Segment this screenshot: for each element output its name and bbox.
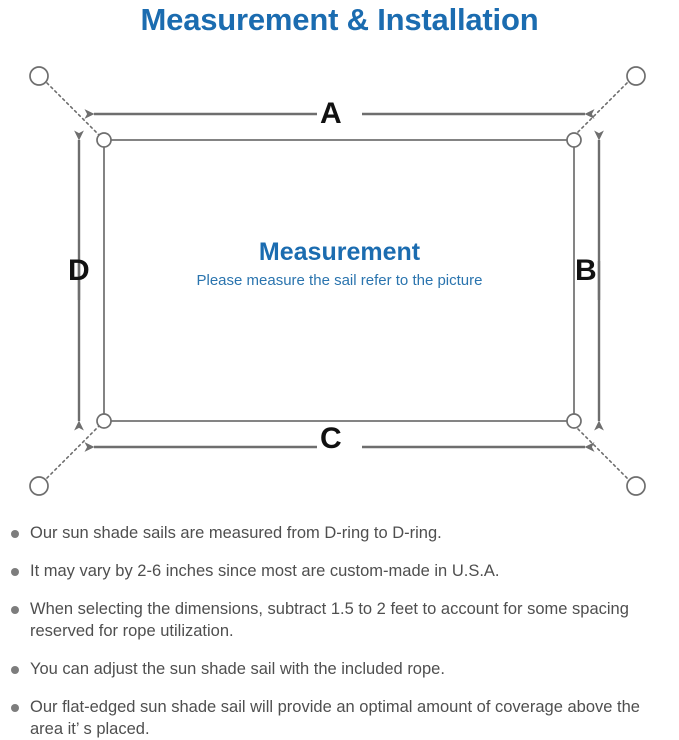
note-text: When selecting the dimensions, subtract … bbox=[30, 600, 629, 640]
rope-bottom-right bbox=[573, 424, 629, 480]
dimension-label-b: B bbox=[575, 254, 597, 287]
d-rings bbox=[96, 132, 582, 429]
anchor-ring-top-left bbox=[29, 66, 49, 86]
note-text: It may vary by 2-6 inches since most are… bbox=[30, 562, 500, 580]
list-item: Our flat-edged sun shade sail will provi… bbox=[0, 696, 679, 740]
dimension-label-d: D bbox=[68, 254, 90, 287]
anchor-ring-bottom-left bbox=[29, 476, 49, 496]
anchor-ring-bottom-right bbox=[626, 476, 646, 496]
rope-top-left bbox=[45, 81, 101, 137]
anchor-rings bbox=[29, 66, 646, 496]
list-item: Our sun shade sails are measured from D-… bbox=[0, 522, 679, 544]
notes-list: Our sun shade sails are measured from D-… bbox=[0, 522, 679, 740]
shade-sail-diagram: A B C D Measurement Please measure the s… bbox=[0, 46, 679, 511]
note-text: You can adjust the sun shade sail with t… bbox=[30, 660, 445, 678]
dimension-label-c: C bbox=[320, 422, 342, 455]
note-text: Our flat-edged sun shade sail will provi… bbox=[30, 698, 640, 738]
diagram-svg bbox=[29, 66, 646, 496]
list-item: You can adjust the sun shade sail with t… bbox=[0, 658, 679, 680]
diagram-center-caption: Measurement Please measure the sail refe… bbox=[0, 236, 679, 292]
bullet-icon bbox=[11, 666, 19, 674]
bullet-icon bbox=[11, 568, 19, 576]
rope-bottom-left bbox=[45, 424, 101, 480]
measurement-subtext: Please measure the sail refer to the pic… bbox=[196, 272, 483, 289]
bullet-icon bbox=[11, 530, 19, 538]
rope-lines bbox=[45, 81, 629, 480]
measurement-heading: Measurement bbox=[258, 238, 421, 266]
list-item: When selecting the dimensions, subtract … bbox=[0, 598, 679, 642]
list-item: It may vary by 2-6 inches since most are… bbox=[0, 560, 679, 582]
d-ring-top-left bbox=[96, 132, 112, 148]
dimension-arrows bbox=[74, 109, 604, 452]
note-text: Our sun shade sails are measured from D-… bbox=[30, 524, 442, 542]
page-title: Measurement & Installation bbox=[140, 2, 539, 37]
sail-rectangle bbox=[103, 139, 575, 422]
d-ring-top-right bbox=[566, 132, 582, 148]
d-ring-bottom-left bbox=[96, 413, 112, 429]
rope-top-right bbox=[573, 81, 629, 137]
bullet-icon bbox=[11, 704, 19, 712]
anchor-ring-top-right bbox=[626, 66, 646, 86]
d-ring-bottom-right bbox=[566, 413, 582, 429]
bullet-icon bbox=[11, 606, 19, 614]
dimension-label-a: A bbox=[320, 97, 342, 130]
